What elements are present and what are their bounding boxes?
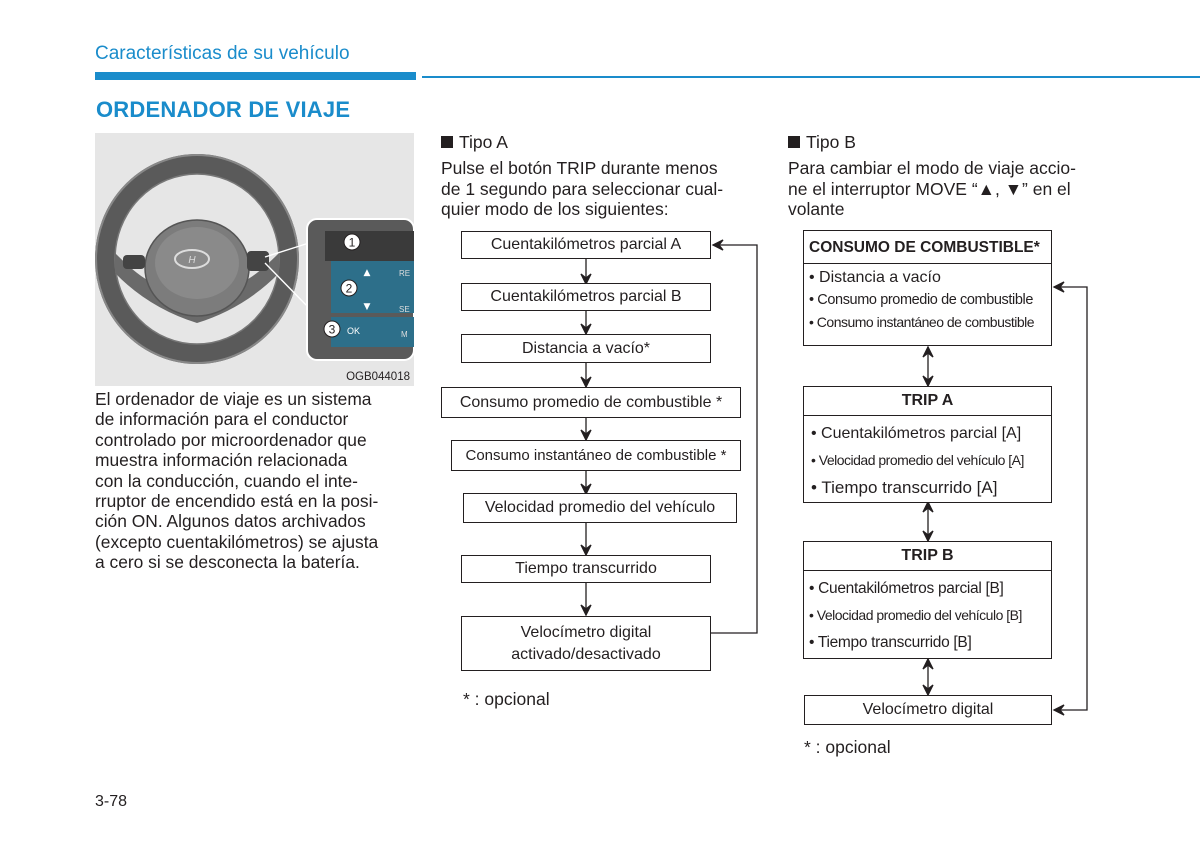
digital-speedometer-line: activado/desactivado xyxy=(511,645,661,663)
fuel-consumption-box: CONSUMO DE COMBUSTIBLE* • Distancia a va… xyxy=(803,230,1052,346)
trip-b-box: TRIP B • Cuentakilómetros parcial [B] • … xyxy=(803,541,1052,659)
trip-a-title: TRIP A xyxy=(804,387,1051,416)
tipo-b-heading: Tipo B xyxy=(788,132,856,153)
callout-2: 2 xyxy=(346,282,353,296)
intro-line: muestra información relacionada xyxy=(95,450,348,471)
page-title: ORDENADOR DE VIAJE xyxy=(96,97,351,122)
flow-box-avg-fuel: Consumo promedio de combustible * xyxy=(441,387,741,418)
flow-box-trip-a: Cuentakilómetros parcial A xyxy=(461,231,711,259)
trip-a-item: • Tiempo transcurrido [A] xyxy=(811,478,998,497)
tipo-b-line: Para cambiar el modo de viaje accio- xyxy=(788,158,1076,178)
tipo-a-heading: Tipo A xyxy=(441,132,508,153)
fuel-item: • Consumo promedio de combustible xyxy=(809,292,1033,308)
intro-line: rruptor de encendido está en la posi- xyxy=(95,491,379,512)
header-rule xyxy=(422,76,1200,78)
running-header: Características de su vehículo xyxy=(95,43,350,64)
tipo-a-description: Pulse el botón TRIP durante menos de 1 s… xyxy=(441,158,761,220)
down-arrow-label: ▼ xyxy=(364,302,371,312)
trip-b-item: • Cuentakilómetros parcial [B] xyxy=(809,580,1004,597)
flow-box-digital-speedometer: Velocímetro digital activado/desactivado xyxy=(461,616,711,671)
tipo-b-note: * : opcional xyxy=(804,737,891,757)
tipo-a-note: * : opcional xyxy=(463,689,550,709)
trip-b-item: • Velocidad promedio del vehículo [B] xyxy=(809,607,1022,623)
callout-3: 3 xyxy=(329,323,336,337)
tipo-a-line: quier modo de los siguientes: xyxy=(441,199,669,219)
flow-box-instant-fuel: Consumo instantáneo de combustible * xyxy=(451,440,741,471)
tipo-a-line: de 1 segundo para seleccionar cual- xyxy=(441,178,724,199)
intro-line: a cero si se desconecta la batería. xyxy=(95,552,360,573)
flow-box-trip-b: Cuentakilómetros parcial B xyxy=(461,283,711,311)
digital-speedometer-line: Velocímetro digital xyxy=(520,623,652,641)
trip-a-item: • Cuentakilómetros parcial [A] xyxy=(811,425,1022,442)
se-label: SE xyxy=(399,305,410,314)
tipo-b-heading-text: Tipo B xyxy=(806,132,856,152)
ok-label: OK xyxy=(347,326,360,336)
trip-a-box: TRIP A • Cuentakilómetros parcial [A] • … xyxy=(803,386,1052,503)
trip-a-item: • Velocidad promedio del vehículo [A] xyxy=(811,452,1024,468)
tipo-b-line: ne el interruptor MOVE “▲, ▼” en el xyxy=(788,178,1071,199)
intro-paragraph: El ordenador de viaje es un sistema de i… xyxy=(95,389,414,573)
trip-b-item: • Tiempo transcurrido [B] xyxy=(809,634,972,651)
fuel-item: • Consumo instantáneo de combustible xyxy=(809,314,1035,330)
m-label: M xyxy=(401,330,408,339)
re-label: RE xyxy=(399,269,410,278)
intro-line: (excepto cuentakilómetros) se ajusta xyxy=(95,531,379,552)
digital-speedometer-box: Velocímetro digital xyxy=(804,695,1052,725)
intro-line: de información para el conductor xyxy=(95,409,349,430)
flow-box-avg-speed: Velocidad promedio del vehículo xyxy=(463,493,737,523)
tipo-b-description: Para cambiar el modo de viaje accio- ne … xyxy=(788,158,1118,220)
steering-wheel-figure: H ▲ ▼ OK RE SE M 1 2 3 OGB044018 xyxy=(95,133,414,386)
intro-line: ción ON. Algunos datos archivados xyxy=(95,511,366,532)
svg-text:H: H xyxy=(188,255,196,266)
up-arrow-label: ▲ xyxy=(364,268,371,278)
callout-1: 1 xyxy=(349,236,356,250)
tipo-b-line: volante xyxy=(788,199,845,219)
flow-box-elapsed-time: Tiempo transcurrido xyxy=(461,555,711,583)
flow-box-distance-to-empty: Distancia a vacío* xyxy=(461,334,711,363)
fuel-item: • Distancia a vacío xyxy=(809,269,941,286)
page-number: 3-78 xyxy=(95,793,128,810)
tipo-a-line: Pulse el botón TRIP durante menos xyxy=(441,158,718,178)
fuel-consumption-title: CONSUMO DE COMBUSTIBLE* xyxy=(809,239,1040,256)
tipo-a-heading-text: Tipo A xyxy=(459,132,508,152)
intro-line: controlado por microordenador que xyxy=(95,429,367,450)
intro-line: El ordenador de viaje es un sistema xyxy=(95,389,372,409)
figure-code: OGB044018 xyxy=(346,371,410,383)
header-accent-bar xyxy=(95,72,416,80)
trip-b-title: TRIP B xyxy=(804,542,1051,571)
intro-line: con la conducción, cuando el inte- xyxy=(95,470,358,491)
